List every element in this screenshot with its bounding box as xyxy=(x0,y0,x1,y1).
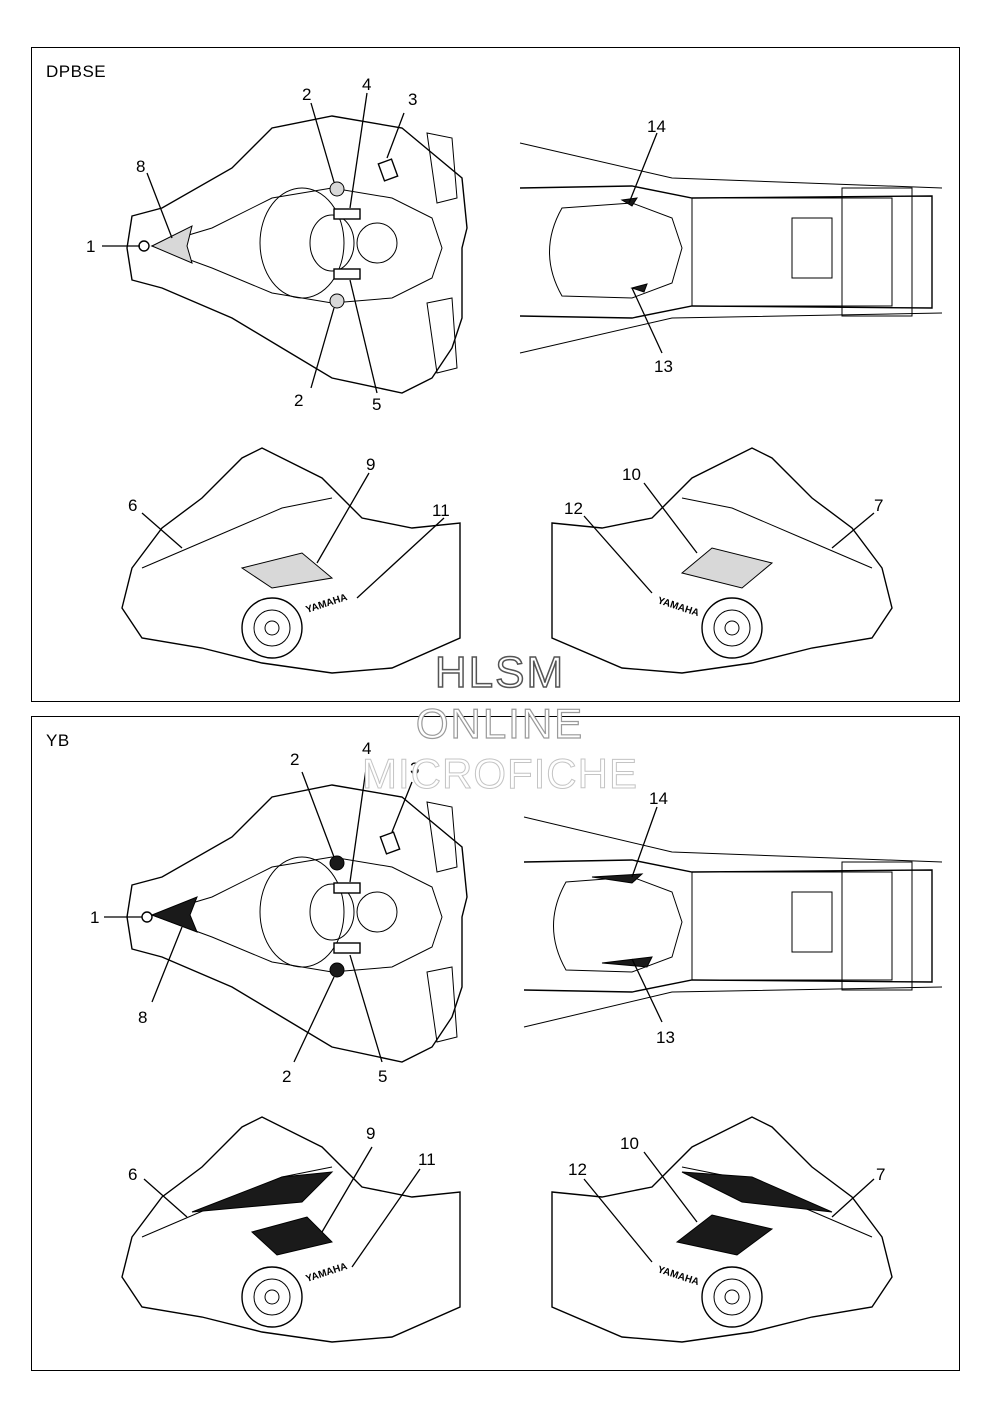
callout-8: 8 xyxy=(138,1008,147,1027)
panel-label: DPBSE xyxy=(46,62,107,81)
callout-14: 14 xyxy=(649,789,668,808)
callout-2-top: 2 xyxy=(290,750,299,769)
top-view-front xyxy=(126,784,468,1063)
callout-12: 12 xyxy=(564,499,583,518)
side-view-right: YAMAHA xyxy=(551,1116,893,1343)
callout-3: 3 xyxy=(408,90,417,109)
callout-11: 11 xyxy=(432,501,450,520)
callout-9: 9 xyxy=(366,455,375,474)
callout-8: 8 xyxy=(136,157,145,176)
side-view-left: YAMAHA xyxy=(121,447,461,674)
callout-2-bottom: 2 xyxy=(282,1067,291,1086)
panel-label: YB xyxy=(46,731,70,750)
leader-lines xyxy=(102,92,875,599)
side-view-right: YAMAHA xyxy=(551,447,893,674)
decal-diagram-panel-dpbse: DPBSE xyxy=(31,47,960,702)
decal-diagram-panel-yb: YB xyxy=(31,716,960,1371)
callout-13: 13 xyxy=(656,1028,675,1047)
callout-13: 13 xyxy=(654,357,673,376)
side-view-left: YAMAHA xyxy=(121,1116,461,1343)
callout-6: 6 xyxy=(128,1165,137,1184)
callout-2-bottom: 2 xyxy=(294,391,303,410)
callout-10: 10 xyxy=(622,465,641,484)
callout-11: 11 xyxy=(418,1150,436,1169)
callout-labels: 1 2 2 3 4 5 6 7 8 9 10 11 12 13 14 xyxy=(86,75,883,520)
callout-5: 5 xyxy=(372,395,381,414)
callout-14: 14 xyxy=(647,117,666,136)
jet-ski-drawing-yb: YAMAHA YAMAHA xyxy=(90,739,943,1343)
callout-6: 6 xyxy=(128,496,137,515)
callout-7: 7 xyxy=(874,496,883,515)
callout-7: 7 xyxy=(876,1165,885,1184)
callout-3: 3 xyxy=(410,759,419,778)
callout-10: 10 xyxy=(620,1134,639,1153)
callout-1: 1 xyxy=(90,908,99,927)
callout-4: 4 xyxy=(362,739,371,758)
callout-12: 12 xyxy=(568,1160,587,1179)
leader-lines xyxy=(104,761,875,1268)
top-view-rear xyxy=(519,142,943,354)
callout-4: 4 xyxy=(362,75,371,94)
top-view-front xyxy=(126,115,468,394)
callout-labels: 1 2 2 3 4 5 6 7 8 9 10 11 12 13 14 xyxy=(90,739,885,1184)
callout-9: 9 xyxy=(366,1124,375,1143)
callout-5: 5 xyxy=(378,1067,387,1086)
callout-1: 1 xyxy=(86,237,95,256)
top-view-rear xyxy=(523,816,943,1028)
jet-ski-drawing-dpbse: YAMAHA YAMAHA xyxy=(86,75,943,674)
callout-2-top: 2 xyxy=(302,85,311,104)
